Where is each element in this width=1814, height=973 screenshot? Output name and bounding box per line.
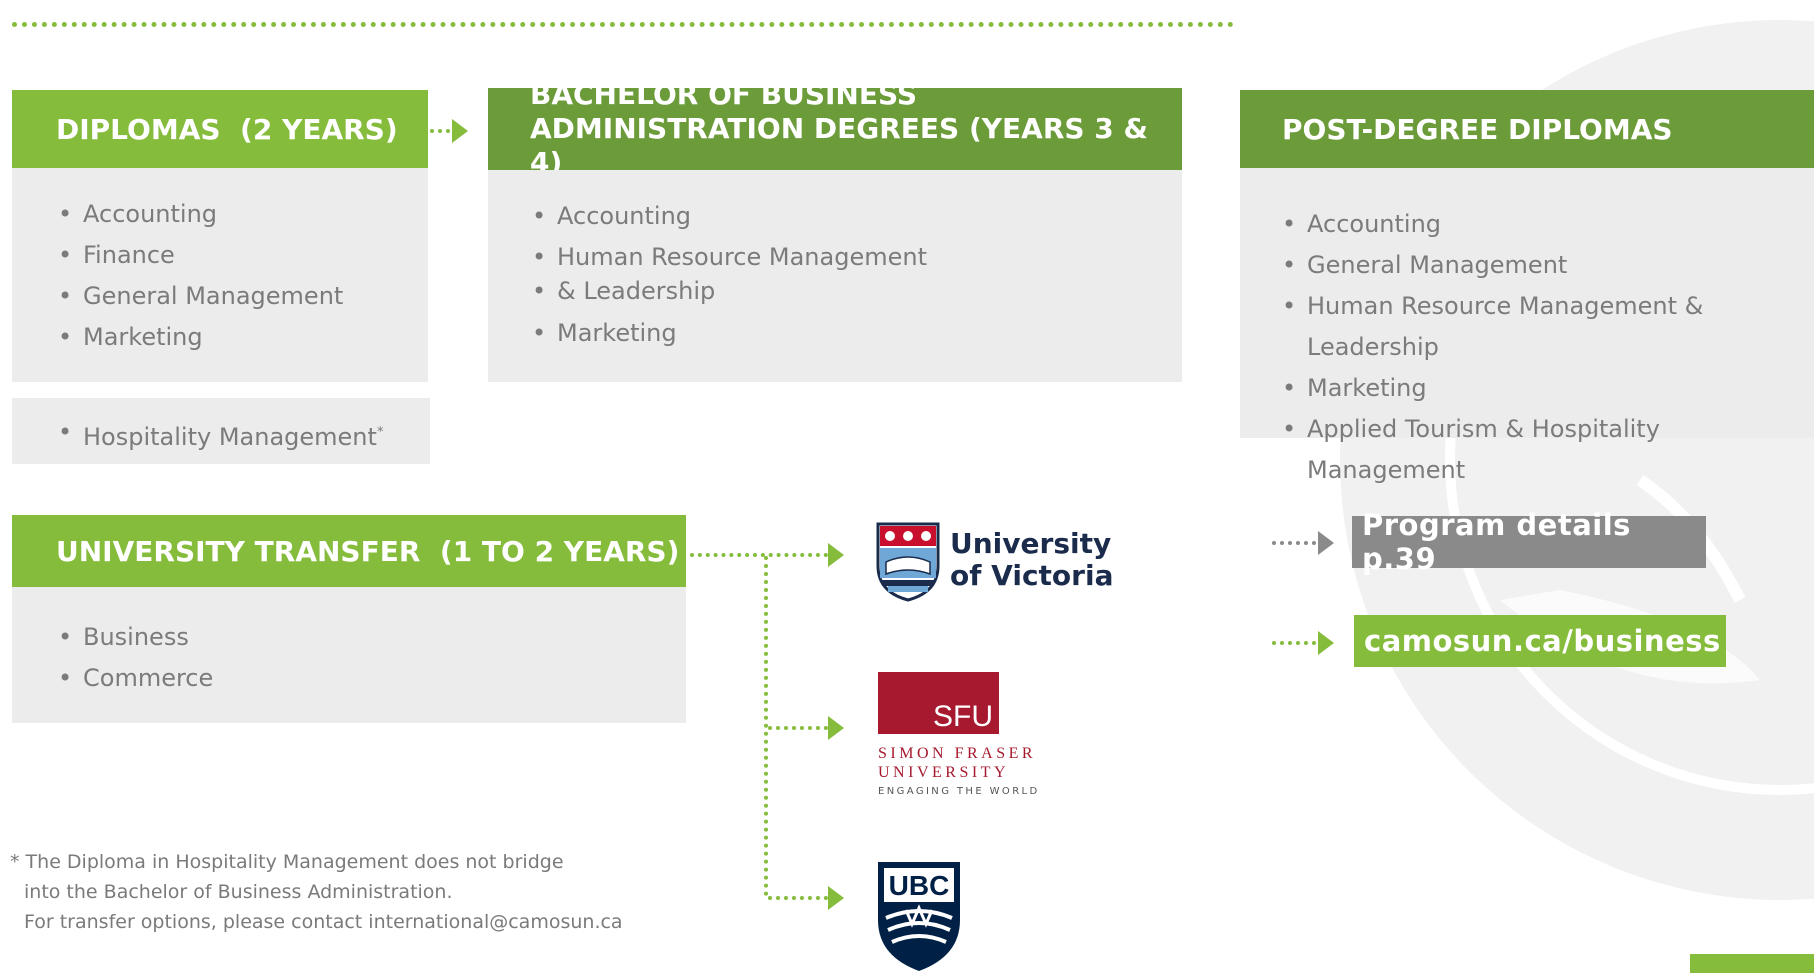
footnote-line1: * The Diploma in Hospitality Management … <box>10 851 564 873</box>
arrow-right-icon <box>828 716 844 740</box>
arrow-dots <box>430 129 450 133</box>
list-item: General Management <box>58 276 428 317</box>
hospitality-label: Hospitality Management <box>83 423 377 451</box>
connector-dots-vertical <box>764 556 768 896</box>
list-item: Finance <box>58 235 428 276</box>
transfer-list: Business Commerce <box>58 617 686 699</box>
footnote-marker: * <box>376 425 384 440</box>
arrow-right-icon <box>1318 531 1334 555</box>
uvic-name-line1: University <box>950 527 1112 560</box>
arrow-right-icon <box>452 119 468 143</box>
list-item: General Management <box>1282 245 1814 286</box>
uvic-name-line2: of Victoria <box>950 559 1114 592</box>
diplomas-panel: Accounting Finance General Management Ma… <box>12 168 428 382</box>
list-item: Hospitality Management* <box>58 412 430 458</box>
transfer-panel: Business Commerce <box>12 587 686 723</box>
diplomas-title: DIPLOMAS (2 YEARS) <box>56 112 398 146</box>
sfu-logo-block: SFU <box>878 672 999 734</box>
program-details-label: Program details p.39 <box>1362 508 1631 576</box>
website-label: camosun.ca/business <box>1364 624 1721 658</box>
diplomas-header: DIPLOMAS (2 YEARS) <box>12 90 428 168</box>
sfu-tagline: ENGAGING THE WORLD <box>878 786 1040 797</box>
post-degree-panel: Accounting General Management Human Reso… <box>1240 168 1814 484</box>
connector-dots-sfu <box>768 726 828 730</box>
bba-title-line1: BACHELOR OF BUSINESS <box>530 78 918 111</box>
list-item: Accounting <box>532 196 1182 237</box>
list-item: Accounting <box>1282 204 1814 245</box>
uvic-crest-icon <box>876 522 940 602</box>
list-item: Human Resource Management <box>532 237 1182 278</box>
footnote-line3: For transfer options, please contact int… <box>24 911 623 933</box>
website-link[interactable]: camosun.ca/business <box>1354 615 1726 667</box>
list-item: Marketing <box>58 317 428 358</box>
corner-green-tab <box>1690 954 1814 973</box>
footnote-line2: into the Bachelor of Business Administra… <box>24 881 453 903</box>
arrow-right-icon <box>1318 631 1334 655</box>
list-item: Human Resource Management & Leadership <box>1282 286 1814 368</box>
hospitality-panel: Hospitality Management* <box>12 398 430 464</box>
sfu-wordmark: SIMON FRASER UNIVERSITY <box>878 744 1036 782</box>
ubc-mark: UBC <box>889 870 950 901</box>
bba-list: Accounting Human Resource Management & L… <box>532 196 1182 354</box>
program-details-link[interactable]: Program details p.39 <box>1352 508 1706 576</box>
list-item: Applied Tourism & Hospitality Management <box>1282 409 1814 491</box>
uvic-wordmark: University of Victoria <box>950 528 1113 592</box>
transfer-title: UNIVERSITY TRANSFER (1 TO 2 YEARS) <box>56 534 680 568</box>
program-details-dots <box>1272 541 1316 545</box>
post-degree-list: Accounting General Management Human Reso… <box>1282 204 1814 491</box>
arrow-right-icon <box>828 543 844 567</box>
ubc-crest-icon: UBC <box>878 862 960 971</box>
bba-panel: Accounting Human Resource Management & L… <box>488 170 1182 382</box>
list-item: Commerce <box>58 658 686 699</box>
website-dots <box>1272 641 1316 645</box>
post-degree-title: POST-DEGREE DIPLOMAS <box>1282 112 1673 146</box>
top-dotted-rule <box>12 22 1234 27</box>
connector-dots-uvic <box>690 553 828 557</box>
bba-header: BACHELOR OF BUSINESS ADMINISTRATION DEGR… <box>488 78 1182 179</box>
connector-dots-ubc <box>768 896 828 900</box>
diplomas-list: Accounting Finance General Management Ma… <box>58 194 428 358</box>
list-item: Marketing <box>1282 368 1814 409</box>
list-item: Marketing <box>532 313 1182 354</box>
transfer-header: UNIVERSITY TRANSFER (1 TO 2 YEARS) <box>12 515 686 587</box>
list-item: Accounting <box>58 194 428 235</box>
sfu-mark: SFU <box>933 700 993 733</box>
post-degree-header: POST-DEGREE DIPLOMAS <box>1240 90 1814 168</box>
arrow-right-icon <box>828 886 844 910</box>
sfu-name-line1: SIMON FRASER <box>878 745 1037 762</box>
list-item-continuation: & Leadership <box>532 275 1182 307</box>
list-item: Business <box>58 617 686 658</box>
continuation-text: & Leadership <box>557 277 716 305</box>
hospitality-list: Hospitality Management* <box>58 412 430 458</box>
footnote: * The Diploma in Hospitality Management … <box>10 847 623 937</box>
sfu-name-line2: UNIVERSITY <box>878 764 1009 781</box>
